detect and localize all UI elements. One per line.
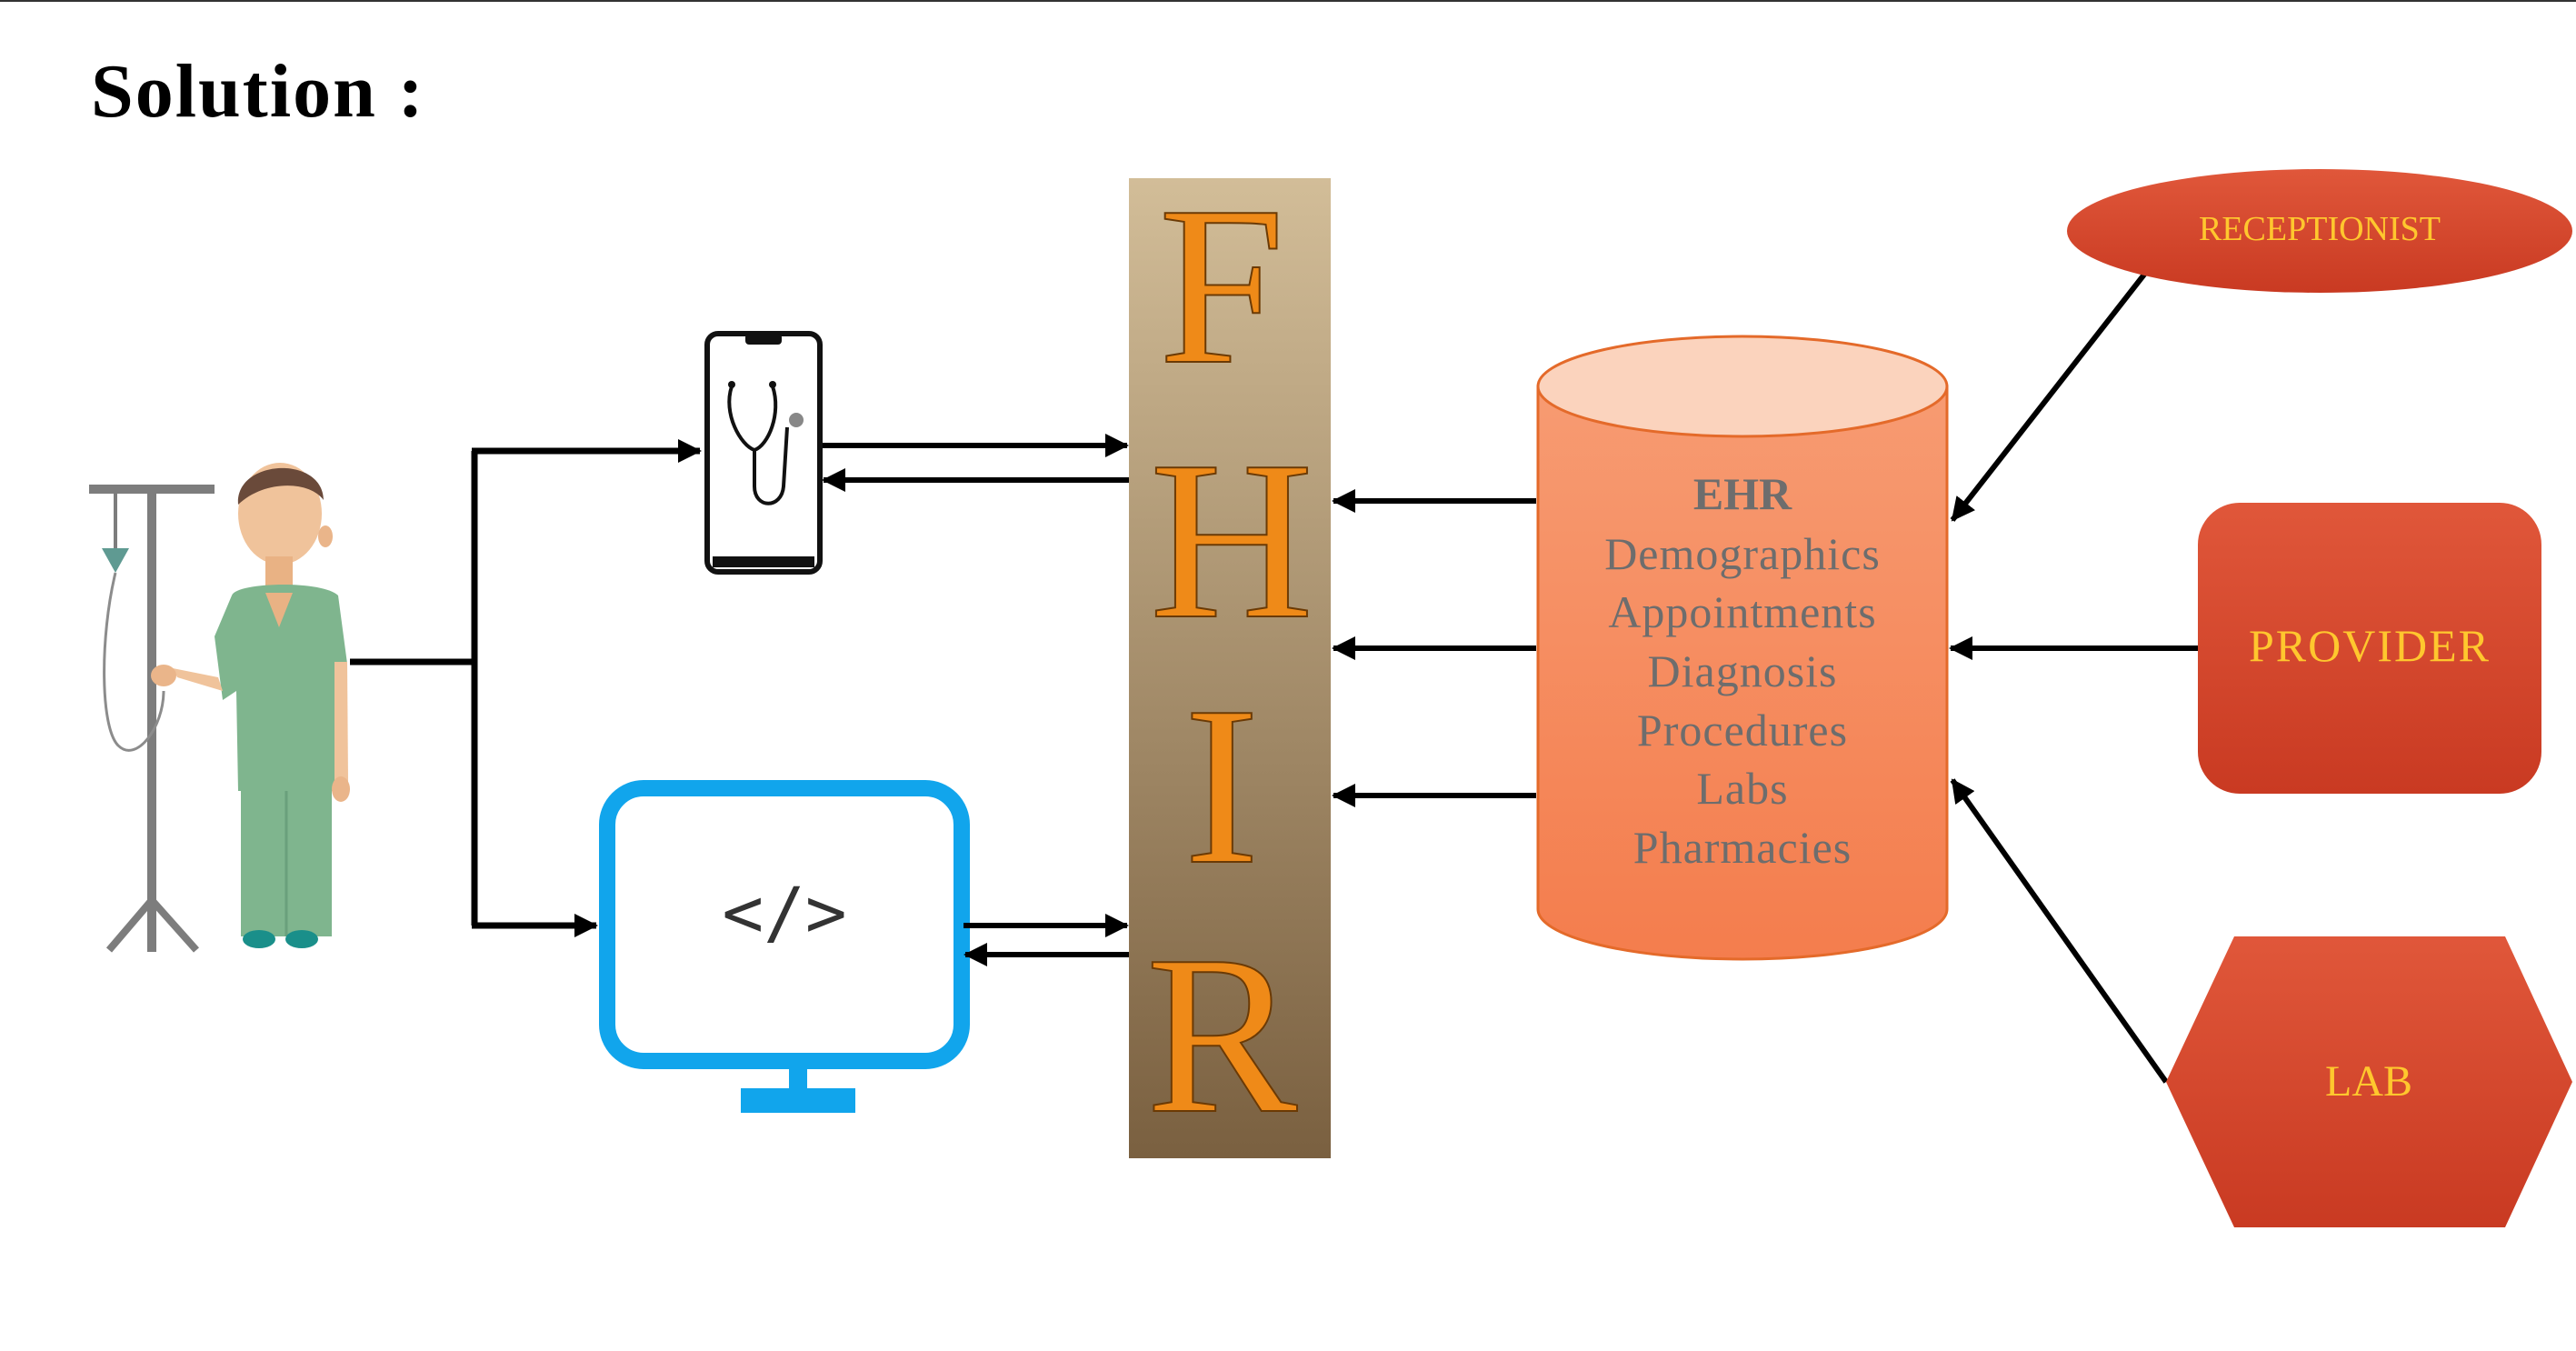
ehr-item-diagnosis: Diagnosis [1648, 645, 1838, 696]
ehr-title: EHR [1693, 468, 1792, 519]
fhir-bar: F H I R [1129, 159, 1331, 1162]
provider-label: PROVIDER [2249, 620, 2491, 671]
fhir-letter-h: H [1150, 415, 1314, 666]
provider-node[interactable]: PROVIDER [2198, 503, 2541, 794]
receptionist-label: RECEPTIONIST [2199, 210, 2441, 248]
ehr-database: EHR Demographics Appointments Diagnosis … [1536, 335, 1949, 961]
ehr-item-pharmacies: Pharmacies [1633, 822, 1852, 873]
lab-node[interactable]: LAB [2166, 936, 2572, 1227]
receptionist-node[interactable]: RECEPTIONIST [2067, 169, 2572, 293]
lab-to-ehr-arrow [1950, 778, 2169, 1084]
page-title: Solution : [91, 49, 425, 134]
lab-label: LAB [2325, 1057, 2412, 1106]
ehr-item-demographics: Demographics [1604, 528, 1881, 579]
ehr-item-labs: Labs [1696, 763, 1788, 814]
smartphone-stethoscope-icon[interactable] [704, 331, 823, 575]
receptionist-to-ehr-arrow [1950, 269, 2150, 522]
fhir-letter-i: I [1183, 660, 1259, 912]
top-border [0, 0, 2576, 2]
fhir-letter-r: R [1146, 909, 1298, 1161]
fhir-letter-f: F [1158, 160, 1284, 412]
monitor-code-icon[interactable]: </> [599, 780, 970, 1113]
ehr-item-procedures: Procedures [1637, 705, 1848, 756]
code-symbol: </> [722, 872, 846, 953]
patient-with-iv-stand-icon [89, 463, 350, 953]
patient-connector [350, 439, 702, 937]
ehr-item-appointments: Appointments [1608, 586, 1876, 637]
